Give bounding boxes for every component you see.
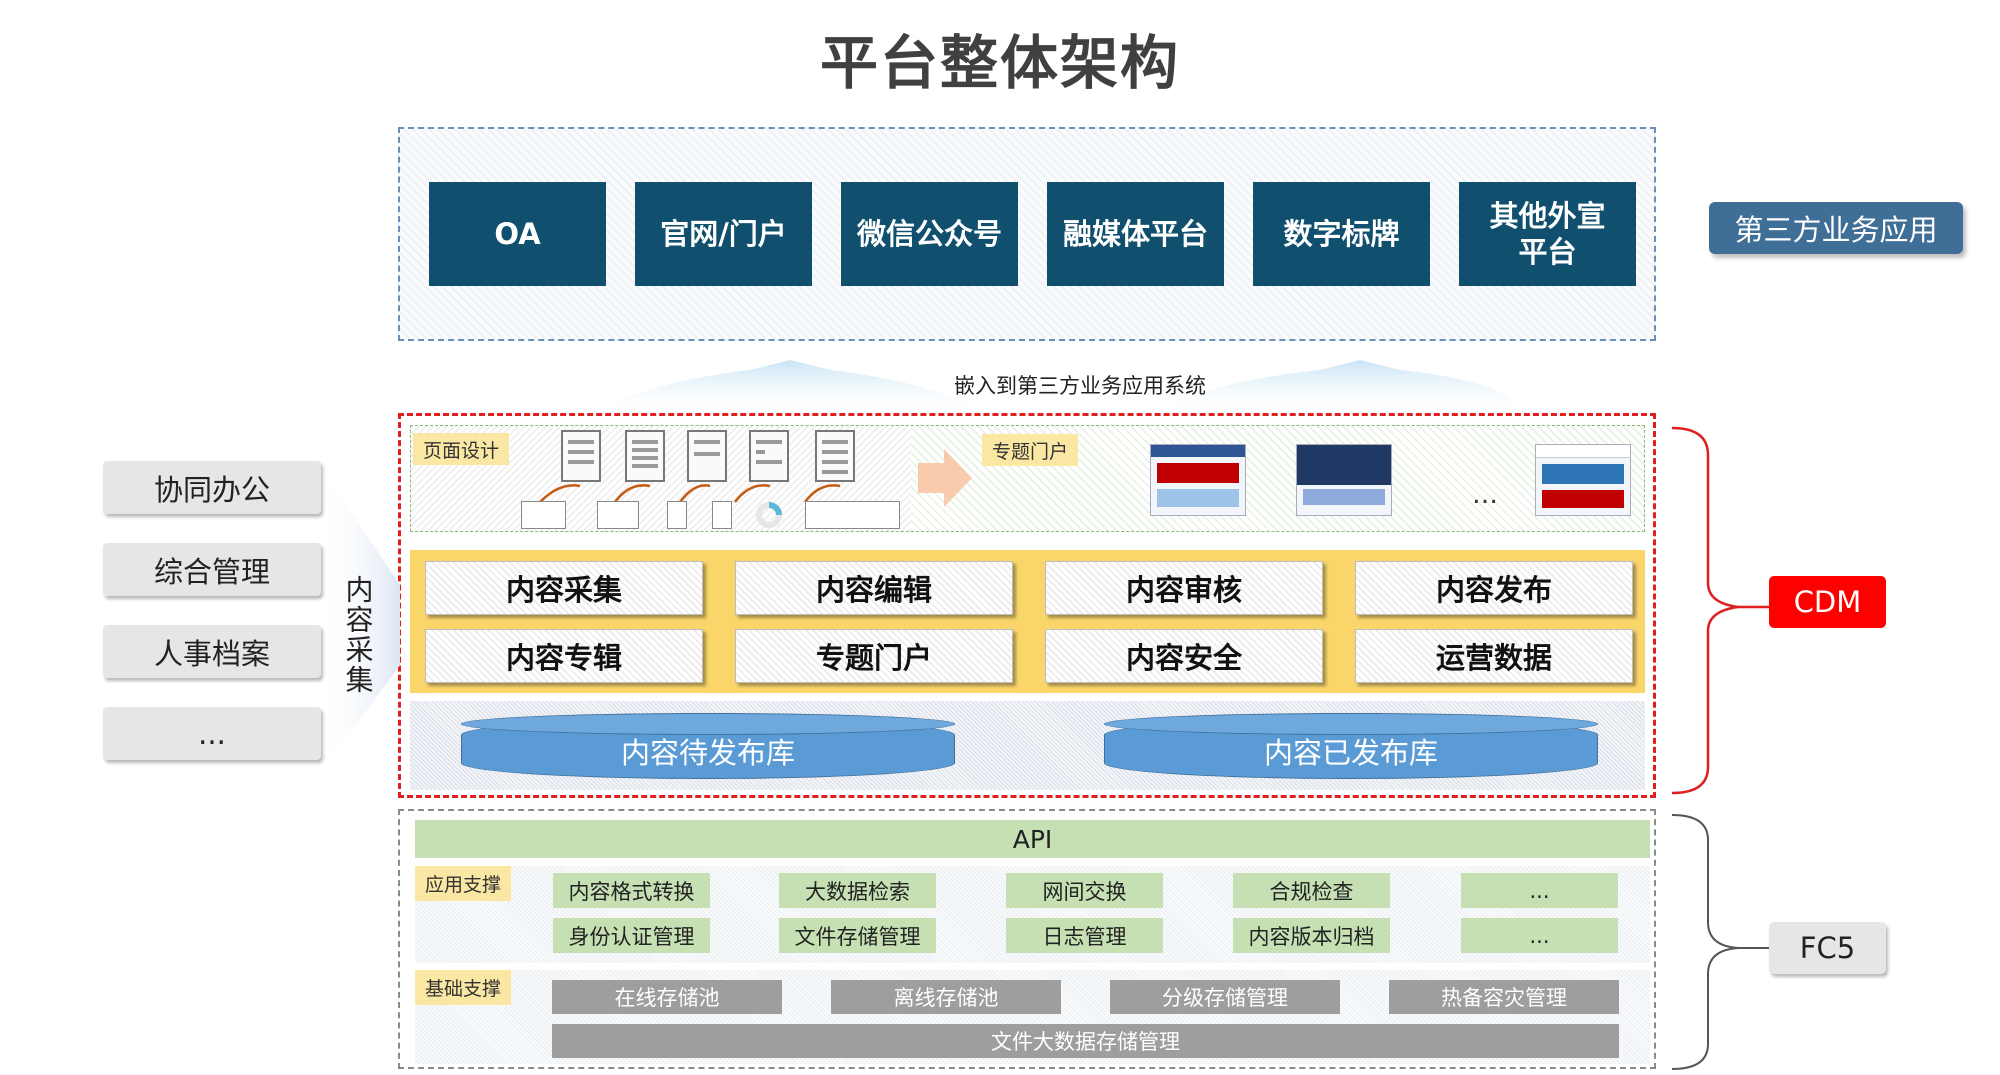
capability-content-security[interactable]: 内容安全 — [1045, 629, 1323, 683]
fc5-bracket — [1671, 814, 1776, 1070]
app-tile-signage[interactable]: 数字标牌 — [1253, 182, 1430, 286]
fc5-label: FC5 — [1769, 922, 1886, 974]
storage-tiered-mgmt[interactable]: 分级存储管理 — [1110, 980, 1340, 1014]
service-format-convert[interactable]: 内容格式转换 — [553, 873, 710, 908]
source-system-general-mgmt[interactable]: 综合管理 — [103, 543, 321, 596]
capability-operation-data[interactable]: 运营数据 — [1355, 629, 1633, 683]
storage-offline-pool[interactable]: 离线存储池 — [831, 980, 1061, 1014]
service-more-row2[interactable]: ... — [1461, 918, 1618, 953]
capability-content-review[interactable]: 内容审核 — [1045, 561, 1323, 615]
third-party-label: 第三方业务应用 — [1709, 202, 1963, 254]
portal-site-thumb-1[interactable] — [1150, 444, 1246, 516]
app-tile-wechat[interactable]: 微信公众号 — [841, 182, 1018, 286]
storage-hot-standby-dr[interactable]: 热备容灾管理 — [1389, 980, 1619, 1014]
collect-funnel — [320, 465, 400, 775]
app-tile-oa[interactable]: OA — [429, 182, 606, 286]
embed-arrows — [600, 360, 1520, 410]
service-log-mgmt[interactable]: 日志管理 — [1006, 918, 1163, 953]
capability-content-edit[interactable]: 内容编辑 — [735, 561, 1013, 615]
portal-site-thumb-3[interactable] — [1535, 444, 1631, 516]
service-compliance-check[interactable]: 合规检查 — [1233, 873, 1390, 908]
app-tile-portal[interactable]: 官网/门户 — [635, 182, 812, 286]
fc5-region — [398, 809, 1656, 1069]
layout-template-1[interactable] — [561, 430, 601, 482]
portal-site-thumb-2[interactable] — [1296, 444, 1392, 516]
base-support-tag: 基础支撑 — [415, 970, 512, 1005]
component-text[interactable] — [521, 501, 566, 529]
donut-chart-icon[interactable] — [753, 500, 785, 530]
content-collect-label: 内容采集 — [341, 575, 375, 695]
component-list[interactable] — [712, 501, 732, 529]
capability-content-album[interactable]: 内容专辑 — [425, 629, 703, 683]
published-content-database[interactable]: 内容已发布库 — [1104, 713, 1598, 779]
api-bar[interactable]: API — [415, 820, 1650, 858]
embed-arrow-right — [1160, 360, 1520, 410]
source-system-more[interactable]: ... — [103, 707, 321, 760]
pending-content-database-label: 内容待发布库 — [620, 736, 795, 770]
portal-more-ellipsis: … — [1472, 480, 1498, 510]
service-identity-auth[interactable]: 身份认证管理 — [553, 918, 710, 953]
embed-arrow-left — [600, 360, 980, 410]
capability-content-publish[interactable]: 内容发布 — [1355, 561, 1633, 615]
layout-template-5[interactable] — [815, 430, 855, 482]
third-party-region — [398, 127, 1656, 341]
service-version-archive[interactable]: 内容版本归档 — [1233, 918, 1390, 953]
layout-template-3[interactable] — [687, 430, 727, 482]
source-system-hr-archive[interactable]: 人事档案 — [103, 625, 321, 678]
storage-online-pool[interactable]: 在线存储池 — [552, 980, 782, 1014]
component-line-chart[interactable] — [597, 501, 639, 529]
page-title: 平台整体架构 — [819, 29, 1180, 97]
source-system-collab-office[interactable]: 协同办公 — [103, 461, 321, 514]
service-network-exchange[interactable]: 网间交换 — [1006, 873, 1163, 908]
pending-content-database[interactable]: 内容待发布库 — [461, 713, 955, 779]
app-tile-other[interactable]: 其他外宣平台 — [1459, 182, 1636, 286]
component-image[interactable] — [667, 501, 687, 529]
capability-topic-portal[interactable]: 专题门户 — [735, 629, 1013, 683]
capability-content-collect[interactable]: 内容采集 — [425, 561, 703, 615]
layout-template-2[interactable] — [625, 430, 665, 482]
component-table[interactable] — [805, 501, 900, 529]
layout-template-4[interactable] — [749, 430, 789, 482]
flow-arrow — [918, 449, 972, 507]
component-connectors — [539, 484, 841, 503]
service-file-storage[interactable]: 文件存储管理 — [779, 918, 936, 953]
app-support-tag: 应用支撑 — [415, 866, 512, 901]
portal-tag: 专题门户 — [982, 434, 1079, 466]
storage-file-big-data-mgmt[interactable]: 文件大数据存储管理 — [552, 1024, 1619, 1058]
page-design-tag: 页面设计 — [413, 433, 510, 465]
service-big-data-search[interactable]: 大数据检索 — [779, 873, 936, 908]
cdm-bracket — [1671, 426, 1776, 795]
service-more-row1[interactable]: ... — [1461, 873, 1618, 908]
app-tile-media[interactable]: 融媒体平台 — [1047, 182, 1224, 286]
embed-caption: 嵌入到第三方业务应用系统 — [954, 374, 1206, 398]
published-content-database-label: 内容已发布库 — [1263, 736, 1438, 770]
cdm-label: CDM — [1769, 576, 1886, 628]
